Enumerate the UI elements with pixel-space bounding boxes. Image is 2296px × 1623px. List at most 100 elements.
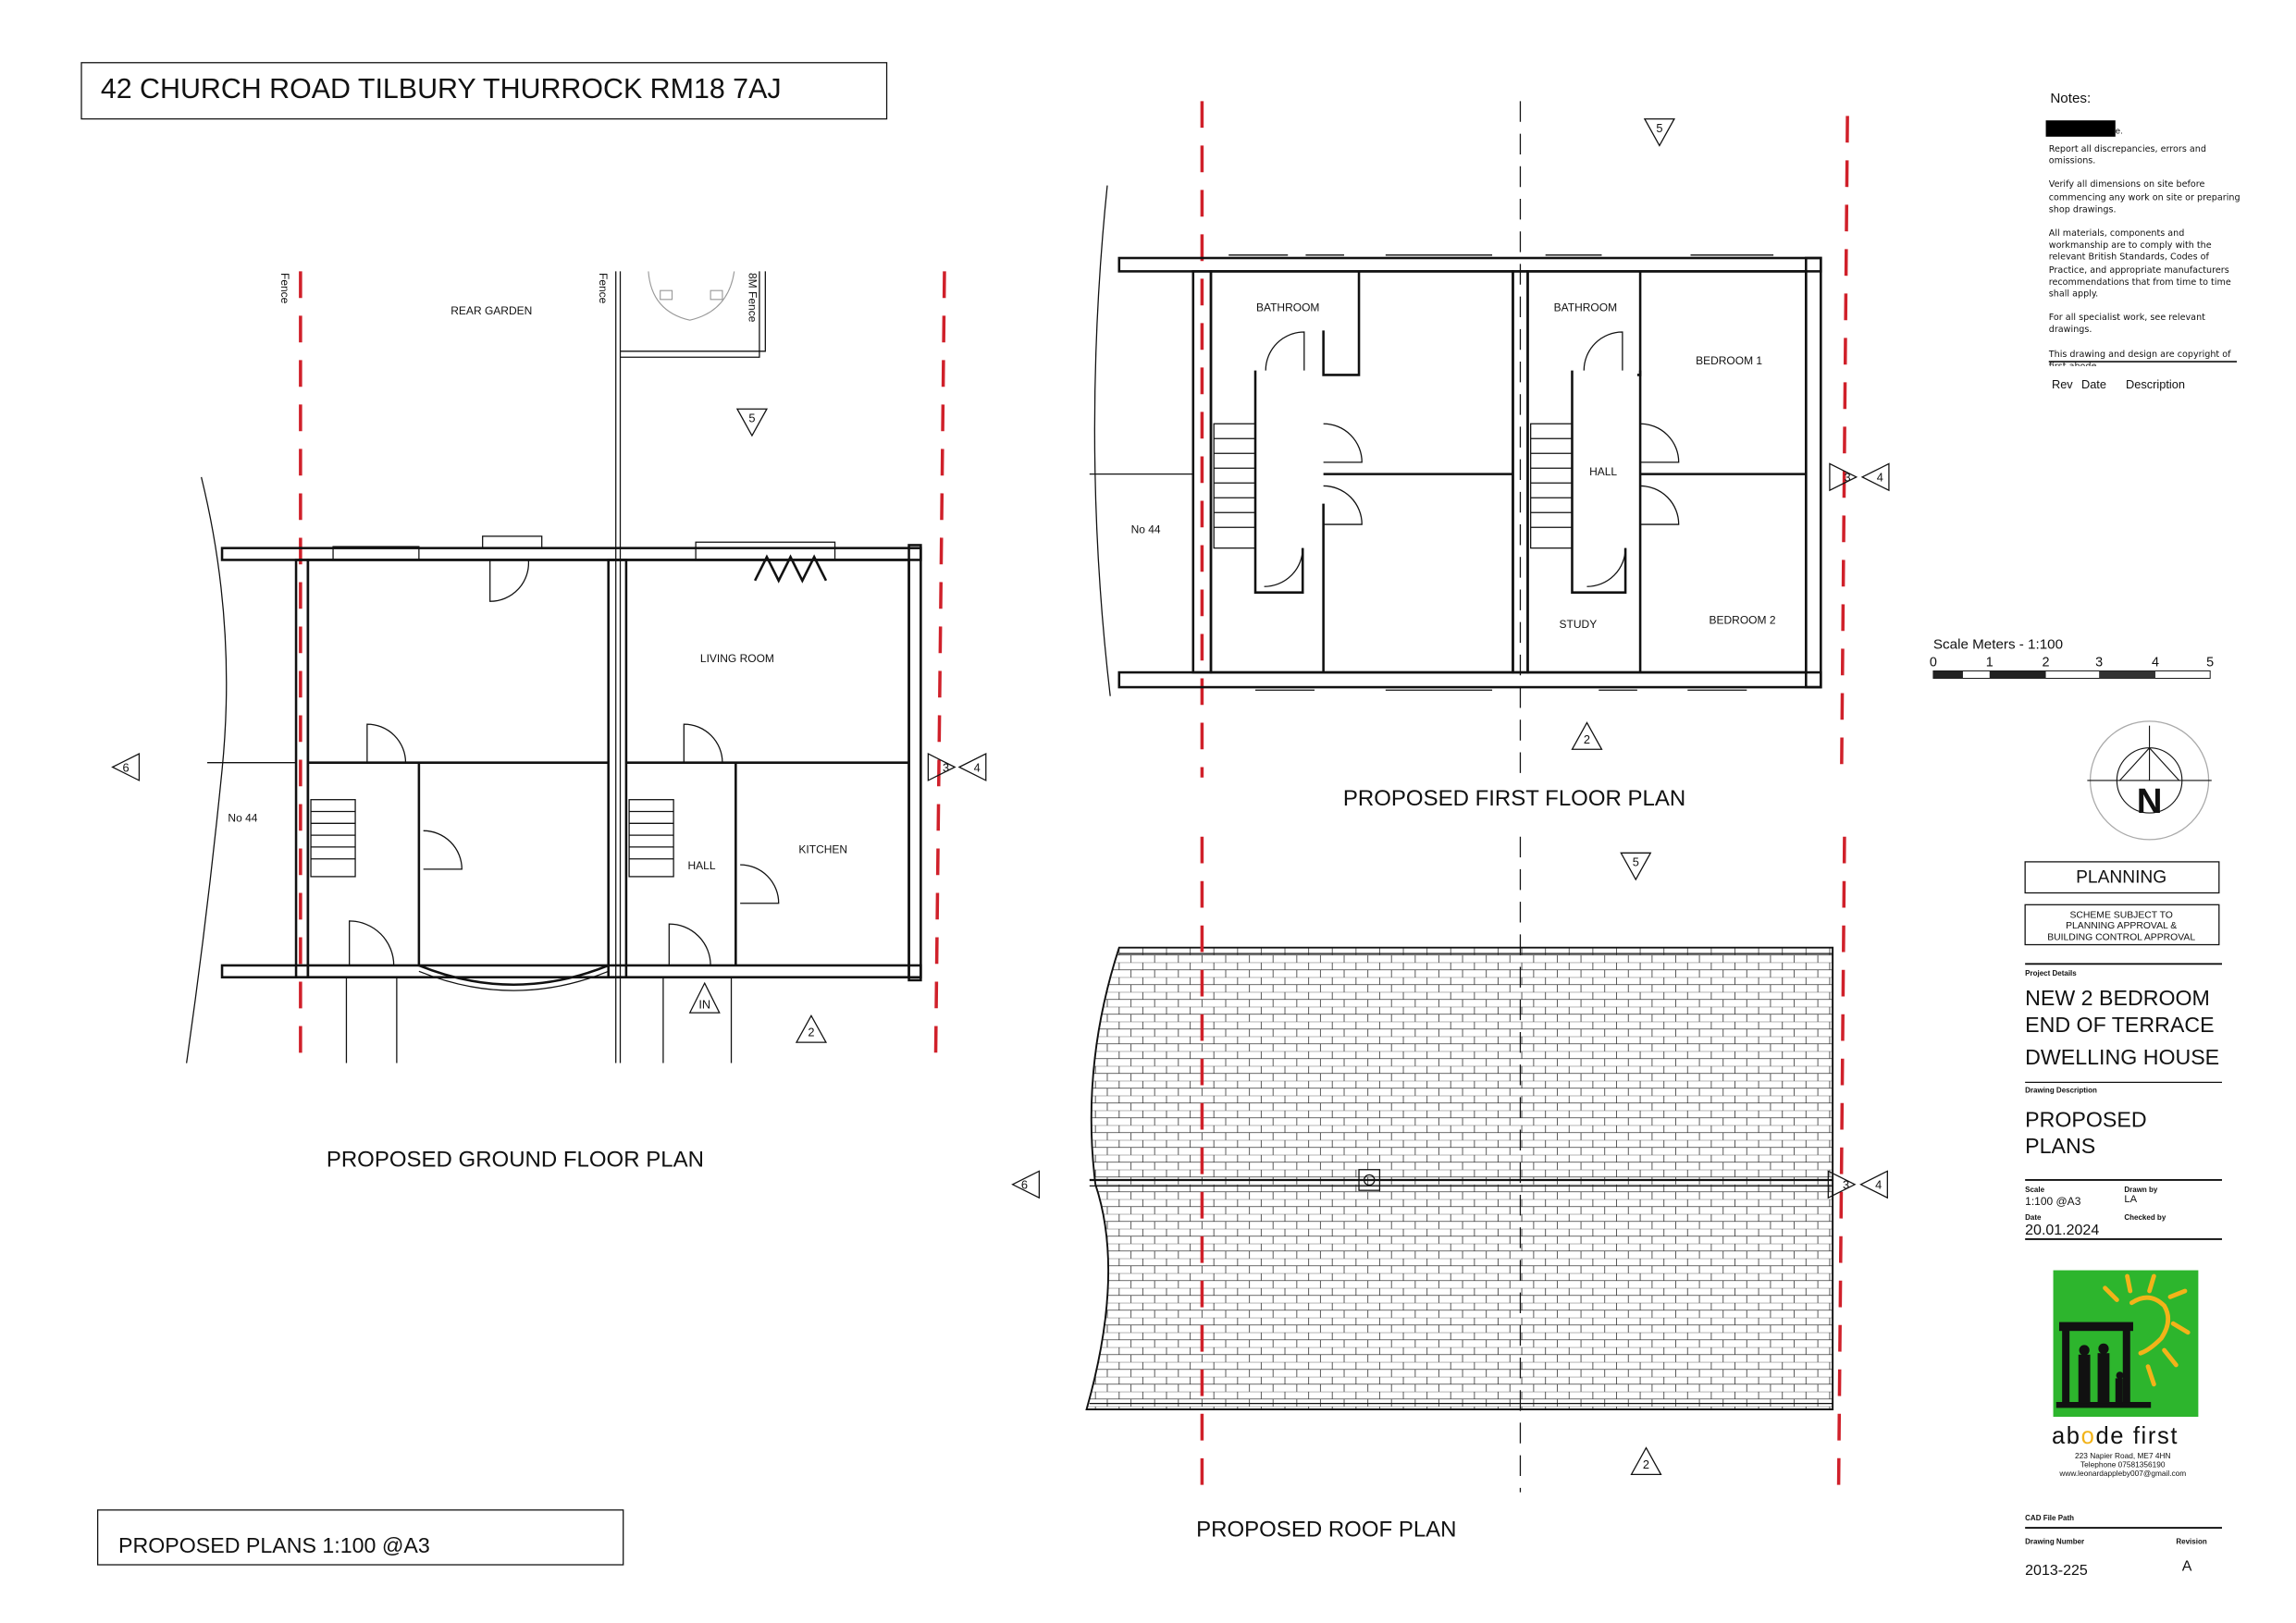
label-bedroom-1: BEDROOM 1 bbox=[1696, 354, 1762, 367]
boundary-line bbox=[1836, 836, 1846, 1493]
roof-vent-icon bbox=[1363, 1174, 1376, 1187]
svg-text:Drawing Number: Drawing Number bbox=[2025, 1538, 2084, 1546]
svg-text:1: 1 bbox=[1986, 656, 1994, 670]
label-living-room: LIVING ROOM bbox=[700, 652, 774, 665]
svg-text:223 Napier Road, ME7 4HN: 223 Napier Road, ME7 4HN bbox=[2075, 1451, 2171, 1460]
label-bathroom: BATHROOM bbox=[1256, 301, 1319, 314]
svg-text:Checked by: Checked by bbox=[2124, 1213, 2166, 1222]
svg-text:BUILDING CONTROL APPROVAL: BUILDING CONTROL APPROVAL bbox=[2047, 933, 2195, 943]
svg-text:Project Details: Project Details bbox=[2025, 969, 2077, 977]
drawing-description: PROPOSED bbox=[2025, 1107, 2146, 1131]
drawing-number: 2013-225 bbox=[2025, 1563, 2088, 1579]
svg-text:www.leonardappleby007@gmail.co: www.leonardappleby007@gmail.com bbox=[2058, 1469, 2186, 1478]
label-neighbour: No 44 bbox=[1131, 523, 1161, 536]
notes-heading: Notes: bbox=[2050, 91, 2091, 106]
note-item: Report all discrepancies, errors and omi… bbox=[2048, 143, 2206, 167]
label-bathroom: BATHROOM bbox=[1554, 301, 1617, 314]
svg-text:4: 4 bbox=[974, 760, 981, 774]
project-title: END OF TERRACE bbox=[2025, 1013, 2214, 1037]
label-kitchen: KITCHEN bbox=[798, 842, 847, 855]
address-title: 42 CHURCH ROAD TILBURY THURROCK RM18 7AJ bbox=[101, 73, 782, 105]
svg-text:Date: Date bbox=[2025, 1213, 2042, 1222]
rev-header: Rev bbox=[2052, 377, 2073, 391]
svg-text:5: 5 bbox=[1656, 121, 1662, 135]
section-markers: 5 6 3 4 2 bbox=[111, 408, 987, 1043]
stairs bbox=[1213, 423, 1574, 549]
north-arrow-icon: N bbox=[2087, 720, 2212, 841]
section-markers: 5 3 4 2 bbox=[1571, 117, 1890, 750]
boundary-line bbox=[1839, 116, 1849, 778]
project-title: NEW 2 BEDROOM bbox=[2025, 986, 2210, 1010]
svg-text:abode first: abode first bbox=[2052, 1423, 2179, 1449]
bifold-door-icon bbox=[753, 554, 828, 584]
label-study: STUDY bbox=[1560, 618, 1598, 631]
svg-text:PLANNING APPROVAL &: PLANNING APPROVAL & bbox=[2066, 921, 2177, 931]
notes-panel: Notes: e. Report all discrepancies, erro… bbox=[2045, 91, 2240, 391]
svg-text:SCHEME SUBJECT TO: SCHEME SUBJECT TO bbox=[2069, 911, 2172, 921]
note-item: All materials, components and workmanshi… bbox=[2048, 228, 2231, 300]
label-hall: HALL bbox=[688, 859, 716, 872]
copyright-note: This drawing and design are copyright of… bbox=[2048, 349, 2231, 366]
ground-floor-plan: REAR GARDEN LIVING ROOM KITCHEN HALL No … bbox=[111, 271, 987, 1066]
note-item: For all specialist work, see relevant dr… bbox=[2048, 313, 2205, 336]
first-floor-plan: BATHROOM BATHROOM BEDROOM 1 BEDROOM 2 HA… bbox=[1089, 101, 1890, 778]
label-bedroom-2: BEDROOM 2 bbox=[1709, 613, 1775, 626]
svg-text:0: 0 bbox=[1930, 656, 1937, 670]
address-box bbox=[80, 62, 888, 120]
roof-plan-title: PROPOSED ROOF PLAN bbox=[1196, 1518, 1456, 1543]
svg-text:5: 5 bbox=[2206, 656, 2214, 670]
drawing-info: CAD File Path Drawing Number Revision 20… bbox=[2025, 1514, 2222, 1579]
scale-value: 1:100 @A3 bbox=[2025, 1195, 2081, 1208]
drawing-description: PLANS bbox=[2025, 1134, 2095, 1158]
svg-text:3: 3 bbox=[2095, 656, 2103, 670]
redaction bbox=[2045, 120, 2116, 137]
svg-text:2: 2 bbox=[1584, 732, 1590, 746]
label-8m-fence: 8M Fence bbox=[747, 273, 759, 323]
label-neighbour: No 44 bbox=[228, 812, 257, 825]
date-value: 20.01.2024 bbox=[2025, 1223, 2099, 1238]
footer-label: PROPOSED PLANS 1:100 @A3 bbox=[118, 1533, 430, 1557]
svg-text:Telephone 07581356190: Telephone 07581356190 bbox=[2080, 1459, 2166, 1469]
svg-text:4: 4 bbox=[1875, 1178, 1882, 1192]
svg-text:N: N bbox=[2137, 781, 2163, 821]
drawn-by-value: LA bbox=[2124, 1194, 2137, 1205]
label-hall: HALL bbox=[1589, 465, 1617, 478]
svg-text:3: 3 bbox=[943, 760, 949, 774]
boundary-line bbox=[933, 271, 946, 1066]
footer-box bbox=[96, 1509, 624, 1566]
description-header: Description bbox=[2126, 377, 2185, 391]
svg-text:6: 6 bbox=[1021, 1178, 1028, 1192]
first-floor-title: PROPOSED FIRST FLOOR PLAN bbox=[1343, 786, 1685, 811]
svg-text:2: 2 bbox=[2043, 656, 2050, 670]
door-swing-icon bbox=[489, 559, 530, 602]
scale-bar: Scale Meters - 1:100 0 1 2 3 4 5 bbox=[1930, 636, 2214, 679]
label-fence: Fence bbox=[278, 273, 291, 304]
section-markers: 5 6 3 4 2 bbox=[1011, 852, 1888, 1476]
revision-value: A bbox=[2182, 1558, 2192, 1574]
svg-text:3: 3 bbox=[1845, 471, 1851, 485]
company-logo: abode first 223 Napier Road, ME7 4HN Tel… bbox=[2052, 1270, 2199, 1478]
note-item: Verify all dimensions on site before com… bbox=[2048, 179, 2240, 215]
status-badge: PLANNING bbox=[2076, 867, 2166, 887]
car-icon bbox=[648, 271, 735, 321]
label-rear-garden: REAR GARDEN bbox=[451, 304, 532, 317]
svg-text:6: 6 bbox=[122, 760, 129, 774]
svg-text:2: 2 bbox=[1643, 1457, 1649, 1471]
svg-text:e.: e. bbox=[2116, 127, 2123, 137]
entrance-marker: IN bbox=[698, 997, 710, 1011]
svg-text:5: 5 bbox=[748, 412, 755, 425]
svg-text:2: 2 bbox=[808, 1026, 814, 1039]
stairs bbox=[310, 799, 674, 878]
svg-text:Drawing Description: Drawing Description bbox=[2025, 1087, 2097, 1095]
svg-text:4: 4 bbox=[2152, 656, 2159, 670]
svg-text:Revision: Revision bbox=[2176, 1538, 2206, 1546]
project-title: DWELLING HOUSE bbox=[2025, 1045, 2219, 1069]
svg-text:CAD File Path: CAD File Path bbox=[2025, 1514, 2074, 1522]
title-block: PLANNING SCHEME SUBJECT TO PLANNING APPR… bbox=[2024, 861, 2222, 1240]
svg-text:Scale: Scale bbox=[2025, 1186, 2044, 1194]
svg-text:Scale Meters - 1:100: Scale Meters - 1:100 bbox=[1933, 636, 2063, 652]
svg-text:4: 4 bbox=[1877, 471, 1883, 485]
ground-floor-title: PROPOSED GROUND FLOOR PLAN bbox=[327, 1148, 704, 1173]
svg-text:3: 3 bbox=[1843, 1178, 1849, 1192]
